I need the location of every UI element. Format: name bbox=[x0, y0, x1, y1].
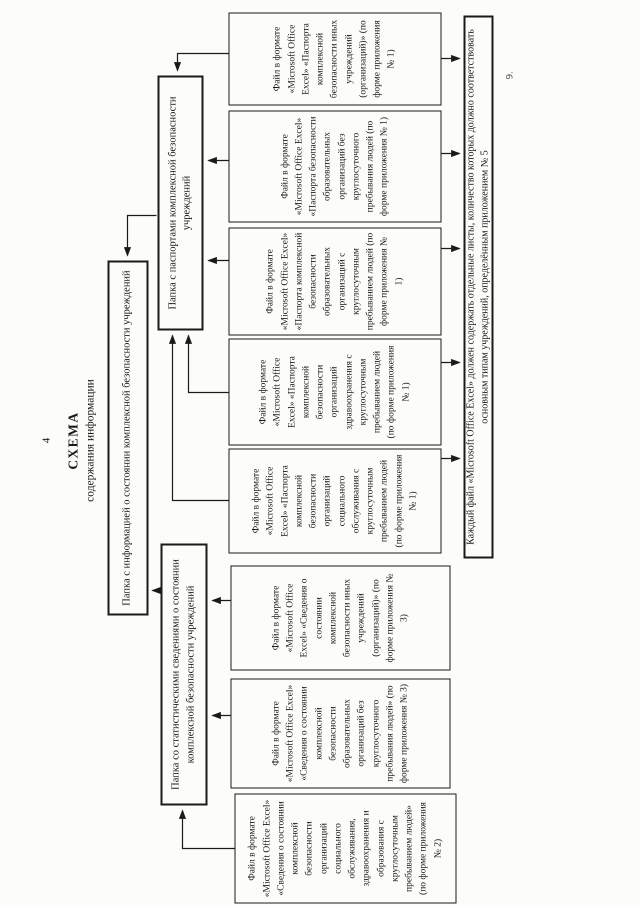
file-box-label: Файл в формате «Microsoft Office Excel» … bbox=[272, 19, 397, 98]
folder-passports-label: Папка с паспортами комплексной безопасно… bbox=[166, 95, 192, 310]
file-box-label: Файл в формате «Microsoft Office Excel» … bbox=[251, 454, 418, 547]
connector-file3-to-passports bbox=[168, 333, 228, 501]
file-box-passport-health: Файл в формате «Microsoft Office Excel» … bbox=[228, 338, 441, 445]
file-box-passport-educational-24h: Файл в формате «Microsoft Office Excel» … bbox=[228, 227, 441, 335]
file-box-svedeniya-circadian: Файл в формате «Microsoft Office Excel» … bbox=[234, 793, 456, 903]
file-box-svedeniya-educational: Файл в формате «Microsoft Office Excel» … bbox=[230, 678, 450, 788]
handwritten-mark: 9. bbox=[505, 70, 515, 79]
file-box-passport-educational: Файл в формате «Microsoft Office Excel» … bbox=[228, 110, 441, 222]
title-block: 4 СХЕМА содержания информации bbox=[40, 305, 96, 575]
file-box-label: Файл в формате «Microsoft Office Excel» … bbox=[265, 232, 404, 330]
file-box-label: Файл в формате «Microsoft Office Excel» … bbox=[258, 345, 411, 438]
file-box-passport-other: Файл в формате «Microsoft Office Excel» … bbox=[228, 12, 441, 105]
file-box-label: Файл в формате «Microsoft Office Excel» … bbox=[270, 683, 409, 783]
file-box-label: Файл в формате «Microsoft Office Excel» … bbox=[247, 799, 443, 897]
page-title: СХЕМА bbox=[65, 410, 80, 470]
footnote-bar: Каждый файл «Microsoft Office Excel» дол… bbox=[463, 15, 493, 558]
file-box-label: Файл в формате «Microsoft Office Excel» … bbox=[279, 116, 390, 216]
folder-passports-box: Папка с паспортами комплексной безопасно… bbox=[157, 75, 203, 330]
connector-file0-to-stats bbox=[178, 808, 234, 849]
file-box-passport-social: Файл в формате «Microsoft Office Excel» … bbox=[228, 448, 441, 553]
connector-passports-to-root bbox=[123, 214, 156, 257]
page-subtitle: содержания информации bbox=[84, 378, 96, 502]
connector-file4-to-passports bbox=[184, 333, 228, 393]
file-box-svedeniya-other: Файл в формате «Microsoft Office Excel» … bbox=[230, 565, 450, 670]
folder-statistics-box: Папка со статистическими сведениями о со… bbox=[160, 543, 207, 805]
page-number: 4 bbox=[40, 437, 52, 443]
connector-file7-to-passports bbox=[173, 52, 228, 72]
folder-statistics-label: Папка со статистическими сведениями о со… bbox=[170, 558, 196, 790]
file-box-label: Файл в формате «Microsoft Office Excel» … bbox=[270, 573, 409, 662]
footnote-label: Каждый файл «Microsoft Office Excel» дол… bbox=[465, 28, 490, 545]
folder-root-label: Папка с информацией о состоянии комплекс… bbox=[121, 269, 133, 606]
folder-root-box: Папка с информацией о состоянии комплекс… bbox=[107, 260, 148, 615]
